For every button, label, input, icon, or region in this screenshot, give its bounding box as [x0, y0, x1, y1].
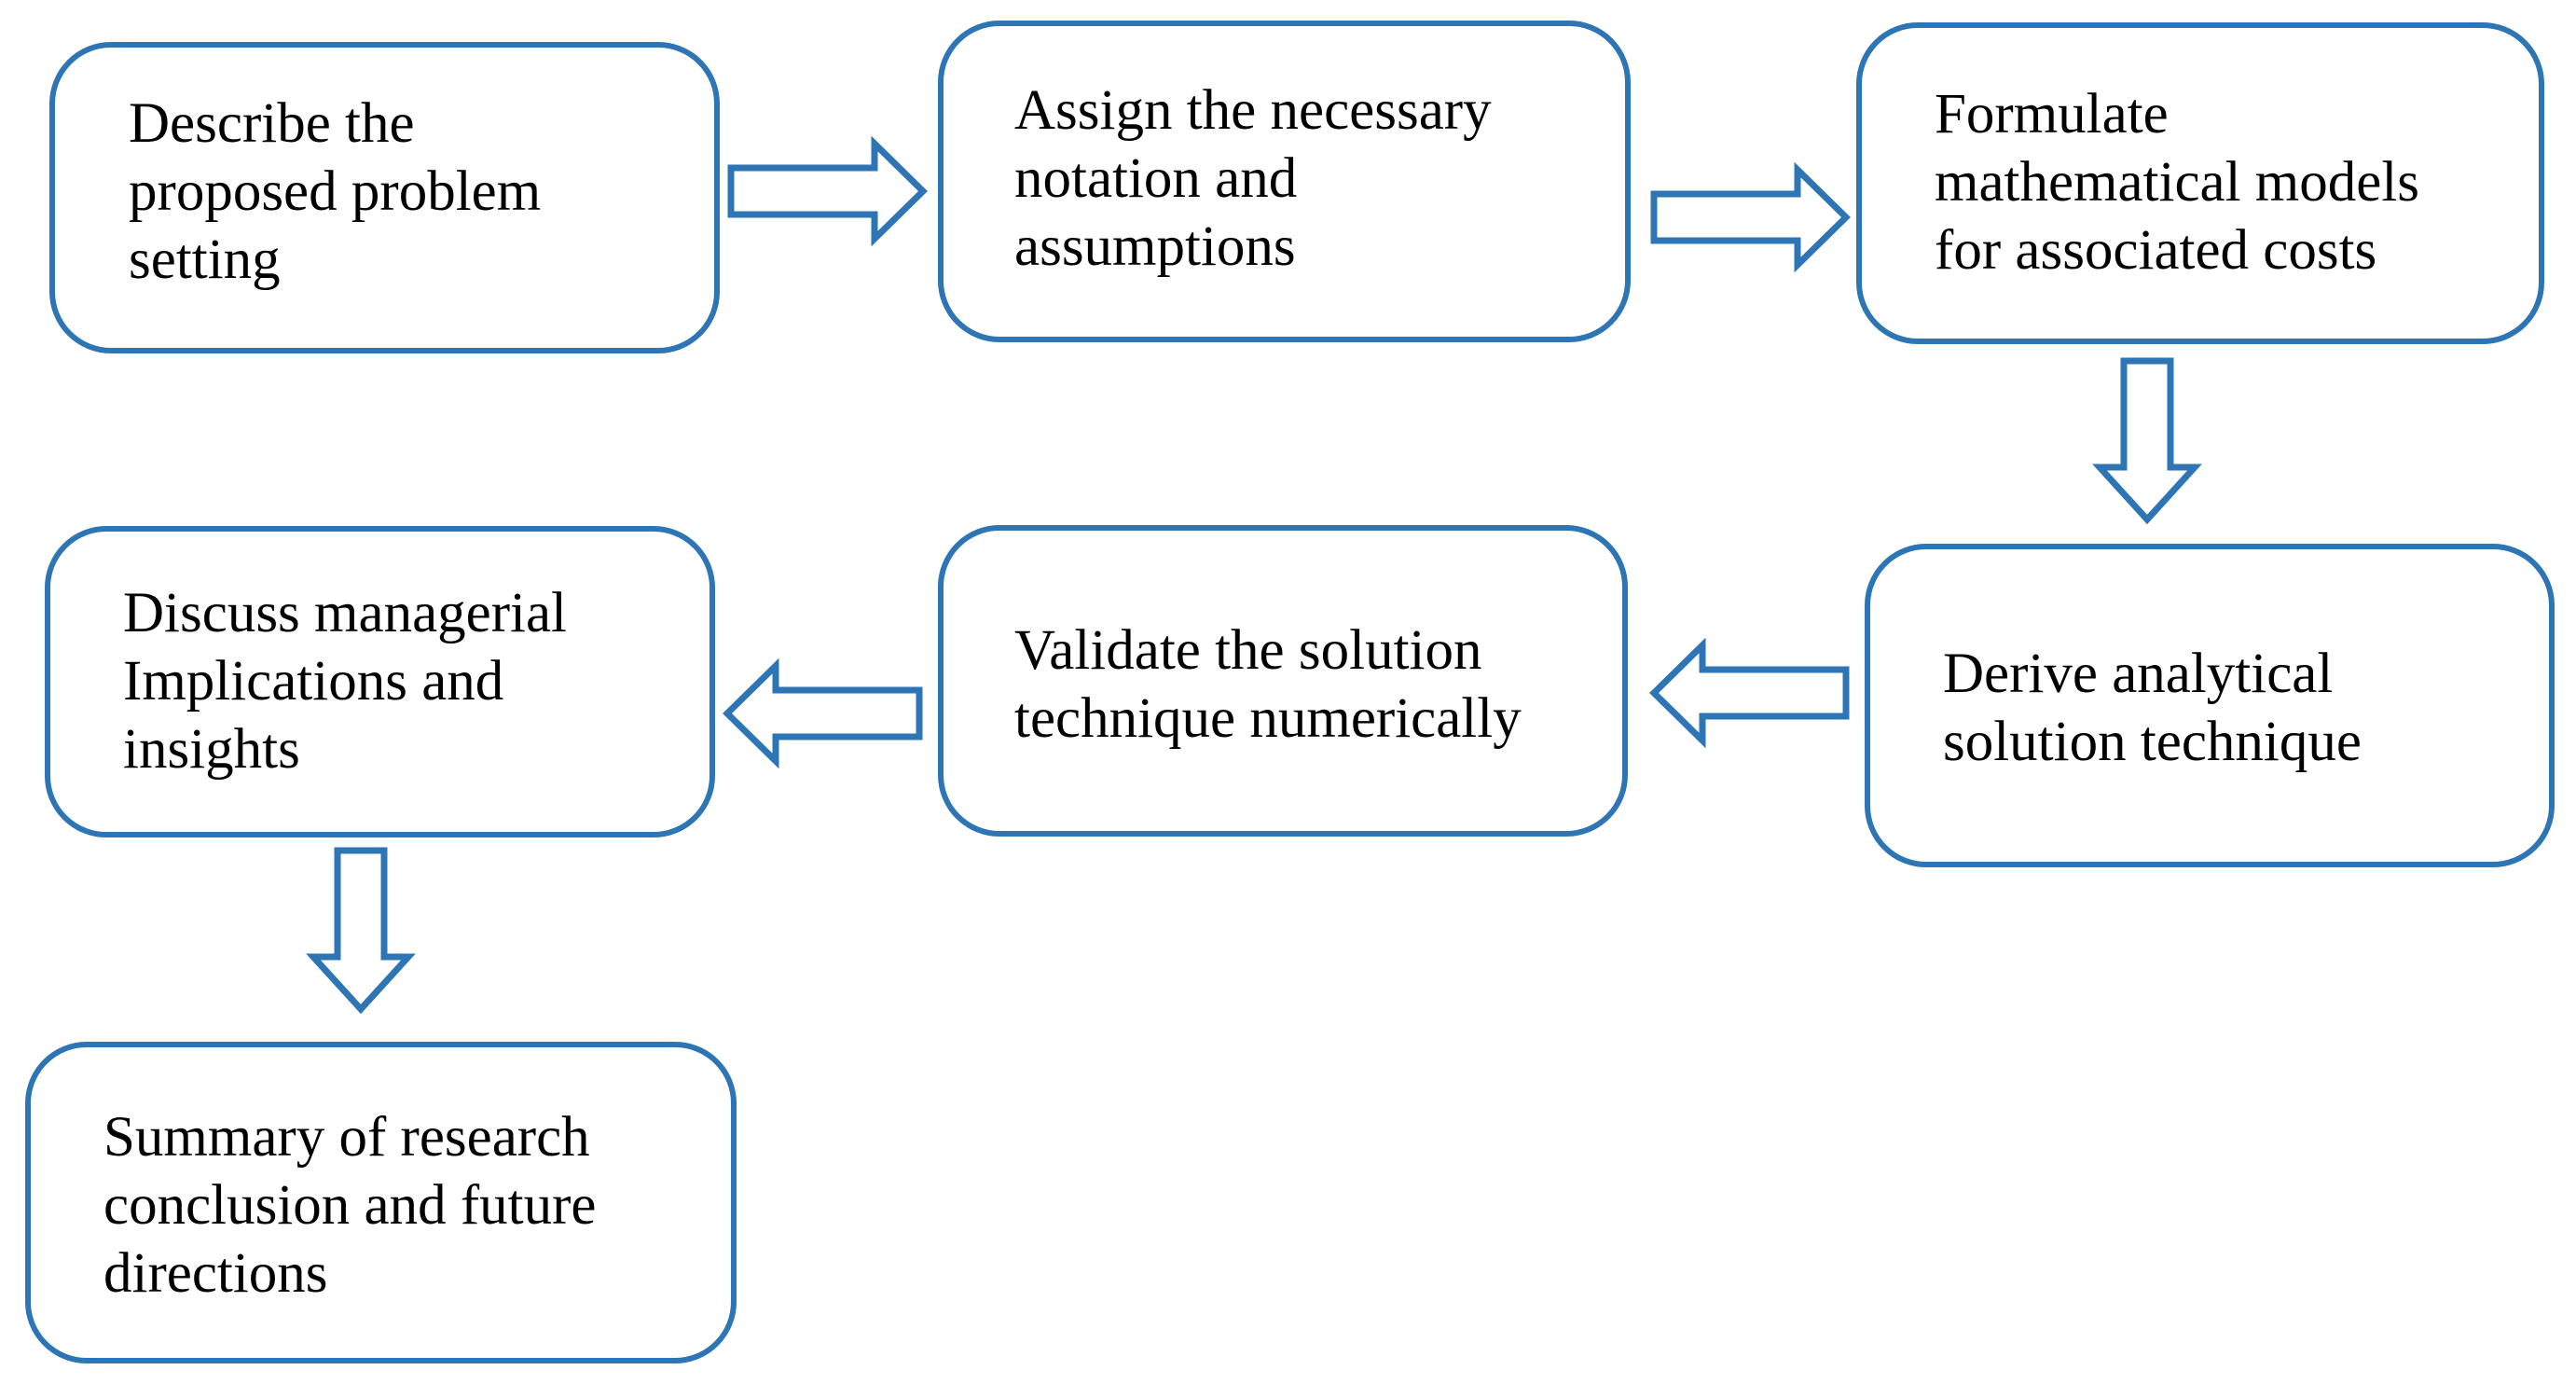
arrow-left-icon: [723, 657, 923, 769]
step-validate-line-1: Validate the solution: [1014, 619, 1482, 682]
arrow-right-icon: [1650, 161, 1851, 273]
step-summary-line-1: Summary of research: [103, 1106, 590, 1169]
step-assign-text: Assign the necessary notation and assump…: [1014, 76, 1492, 281]
step-assign-line-2: notation and: [1014, 147, 1298, 210]
arrow-right-icon: [727, 135, 928, 247]
step-describe-line-3: setting: [129, 228, 281, 291]
step-formulate-box: [1856, 22, 2544, 344]
step-formulate-line-3: for associated costs: [1935, 219, 2377, 282]
step-derive-line-2: solution technique: [1943, 711, 2362, 773]
step-describe-box: [49, 42, 720, 353]
step-assign-box: [938, 21, 1631, 342]
step-summary-text: Summary of research conclusion and futur…: [103, 1103, 597, 1308]
step-describe-line-1: Describe the: [129, 92, 415, 155]
step-discuss-box: [45, 526, 715, 837]
step-assign-line-1: Assign the necessary: [1014, 79, 1492, 142]
step-summary-box: [25, 1042, 737, 1363]
step-formulate-line-1: Formulate: [1935, 83, 2169, 145]
step-derive-text: Derive analytical solution technique: [1943, 640, 2362, 776]
step-describe-text: Describe the proposed problem setting: [129, 90, 541, 294]
arrow-left-icon: [1649, 637, 1850, 749]
step-discuss-line-1: Discuss managerial: [123, 582, 567, 644]
step-discuss-line-3: insights: [123, 718, 300, 781]
arrow-down-icon: [2092, 357, 2202, 525]
step-formulate-text: Formulate mathematical models for associ…: [1935, 80, 2419, 284]
step-summary-line-2: conclusion and future: [103, 1174, 597, 1237]
arrow-down-icon: [306, 847, 416, 1015]
step-validate-line-2: technique numerically: [1014, 687, 1522, 750]
step-derive-box: [1865, 544, 2555, 867]
step-assign-line-3: assumptions: [1014, 215, 1296, 278]
step-formulate-line-2: mathematical models: [1935, 151, 2420, 214]
step-validate-text: Validate the solution technique numerica…: [1014, 616, 1522, 753]
step-describe-line-2: proposed problem: [129, 160, 542, 223]
step-derive-line-1: Derive analytical: [1943, 643, 2334, 705]
step-discuss-text: Discuss managerial Implications and insi…: [123, 579, 567, 783]
step-validate-box: [938, 525, 1628, 837]
step-discuss-line-2: Implications and: [123, 650, 504, 713]
step-summary-line-3: directions: [103, 1242, 328, 1305]
